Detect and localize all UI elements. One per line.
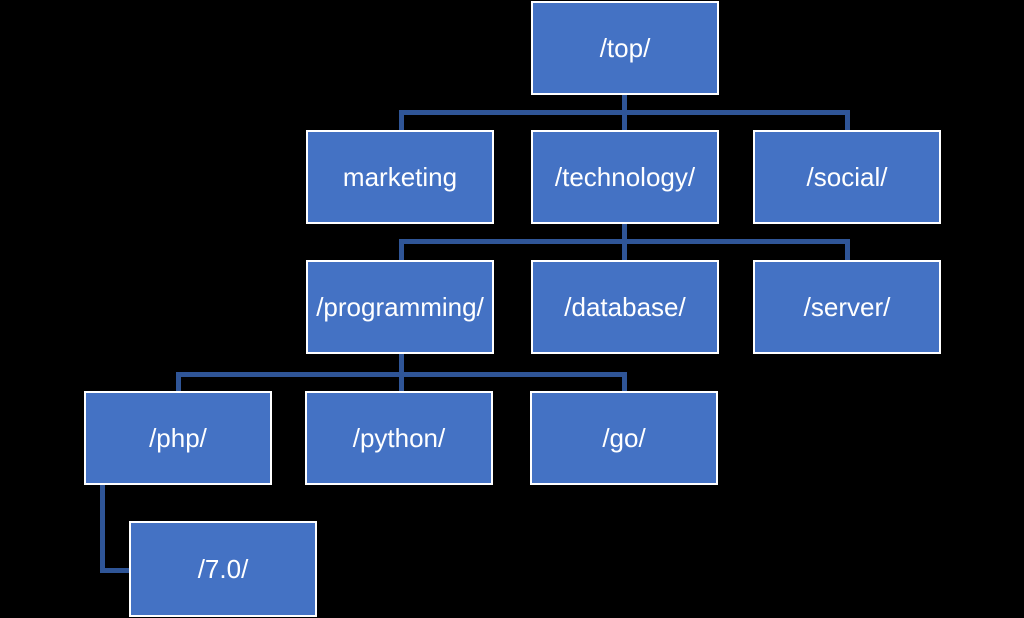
node-programming-label: /programming/: [316, 292, 484, 322]
connector-stub-programming: [399, 241, 404, 261]
node-server: /server/: [753, 260, 941, 354]
node-go-label: /go/: [602, 423, 646, 453]
connector-bus-programming-children: [176, 372, 627, 377]
node-marketing: marketing: [306, 130, 494, 224]
connector-stub-go: [622, 374, 627, 392]
connector-bus-technology-children: [399, 239, 850, 244]
node-php-label: /php/: [149, 423, 207, 453]
connector-stub-server: [845, 241, 850, 261]
node-go: /go/: [530, 391, 718, 485]
node-top: /top/: [531, 1, 719, 95]
node-database: /database/: [531, 260, 719, 354]
connector-stub-social: [845, 112, 850, 131]
node-top-label: /top/: [599, 33, 651, 63]
connector-php-to-v70: [100, 568, 132, 573]
node-server-label: /server/: [803, 292, 891, 322]
node-technology-label: /technology/: [554, 162, 696, 192]
node-database-label: /database/: [564, 292, 686, 322]
node-python-label: /python/: [352, 423, 446, 453]
node-php: /php/: [84, 391, 272, 485]
node-v70-label: /7.0/: [197, 554, 249, 584]
node-social: /social/: [753, 130, 941, 224]
connector-stub-php: [176, 374, 181, 392]
node-technology: /technology/: [531, 130, 719, 224]
node-v70: /7.0/: [129, 521, 317, 617]
connector-bus-top-children: [399, 110, 850, 115]
node-marketing-label: marketing: [342, 162, 458, 192]
node-programming: /programming/: [306, 260, 494, 354]
connector-php-drop: [100, 483, 105, 573]
node-python: /python/: [305, 391, 493, 485]
connector-stub-marketing: [399, 112, 404, 131]
node-social-label: /social/: [806, 162, 888, 192]
